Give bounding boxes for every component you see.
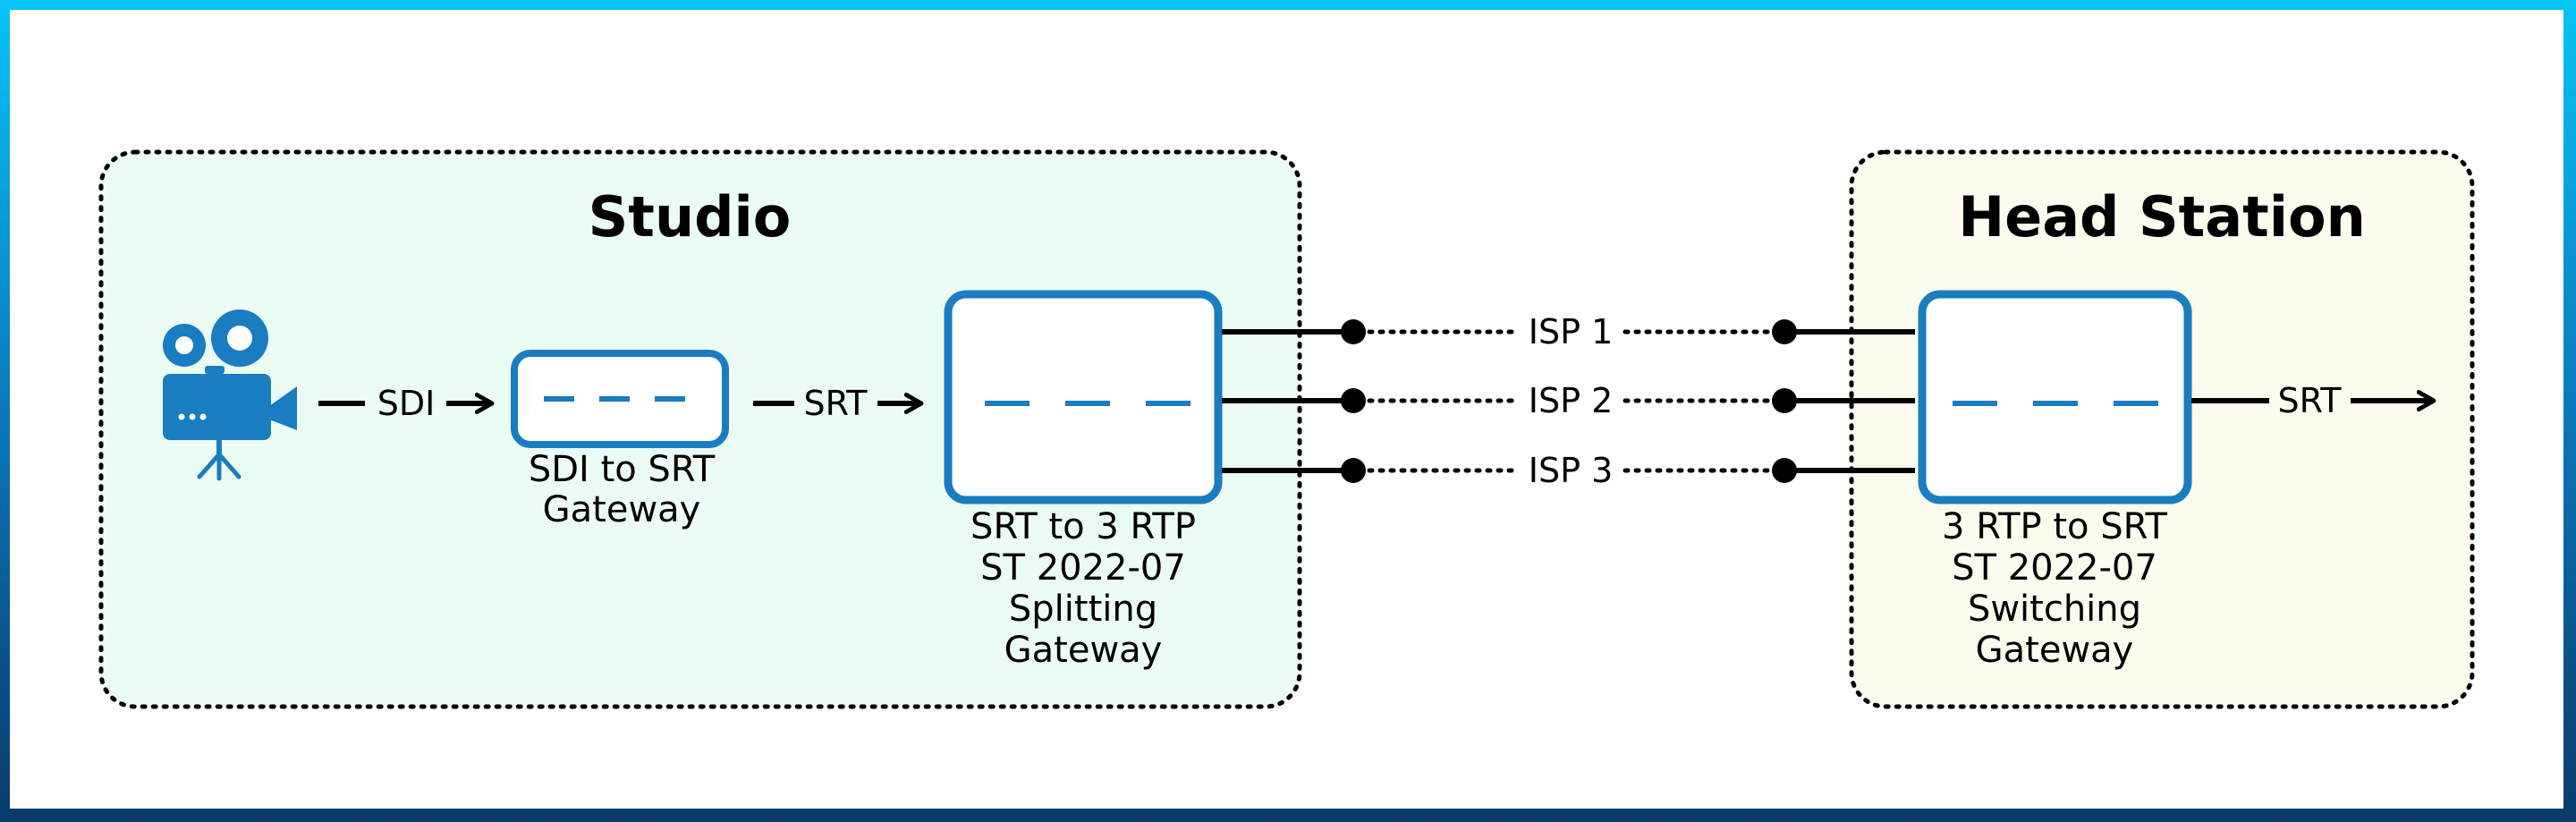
- gateway3-caption-line1: 3 RTP to SRT: [1942, 506, 2167, 547]
- gateway3-caption-line4: Gateway: [1976, 630, 2134, 671]
- gateway2-caption-line3: Splitting: [1009, 589, 1157, 630]
- video-camera-icon: [163, 309, 297, 481]
- isp2-label: ISP 2: [1529, 381, 1614, 420]
- gateway2-caption-line1: SRT to 3 RTP: [970, 506, 1196, 547]
- gateway1-caption-line1: SDI to SRT: [529, 449, 716, 490]
- sdi-label: SDI: [377, 384, 436, 423]
- isp3-label: ISP 3: [1529, 451, 1614, 490]
- srt-out-label: SRT: [2278, 381, 2343, 420]
- diagram-canvas: Studio Head Station SDI SDI to SRT Gatew…: [10, 10, 2563, 809]
- sdi-link: SDI: [318, 384, 495, 423]
- studio-title: Studio: [589, 184, 792, 250]
- srt-out-link: SRT: [2191, 381, 2436, 420]
- head-station-title: Head Station: [1958, 184, 2366, 250]
- splitting-gateway: SRT to 3 RTP ST 2022-07 Splitting Gatewa…: [944, 290, 1223, 671]
- sdi-to-srt-gateway: SDI to SRT Gateway: [511, 350, 729, 530]
- isp3-link: ISP 3: [1222, 451, 1915, 490]
- switching-gateway: 3 RTP to SRT ST 2022-07 Switching Gatewa…: [1918, 290, 2192, 671]
- isp2-link: ISP 2: [1222, 381, 1915, 420]
- gateway2-caption-line2: ST 2022-07: [980, 547, 1186, 589]
- srt-in-link: SRT: [753, 384, 924, 423]
- gateway1-caption-line2: Gateway: [543, 489, 701, 530]
- isp1-link: ISP 1: [1222, 312, 1915, 352]
- srt-in-label: SRT: [804, 384, 869, 423]
- gateway2-caption-line4: Gateway: [1004, 630, 1163, 671]
- gateway3-caption-line3: Switching: [1968, 589, 2141, 630]
- isp1-label: ISP 1: [1529, 312, 1614, 352]
- gateway3-caption-line2: ST 2022-07: [1952, 547, 2157, 589]
